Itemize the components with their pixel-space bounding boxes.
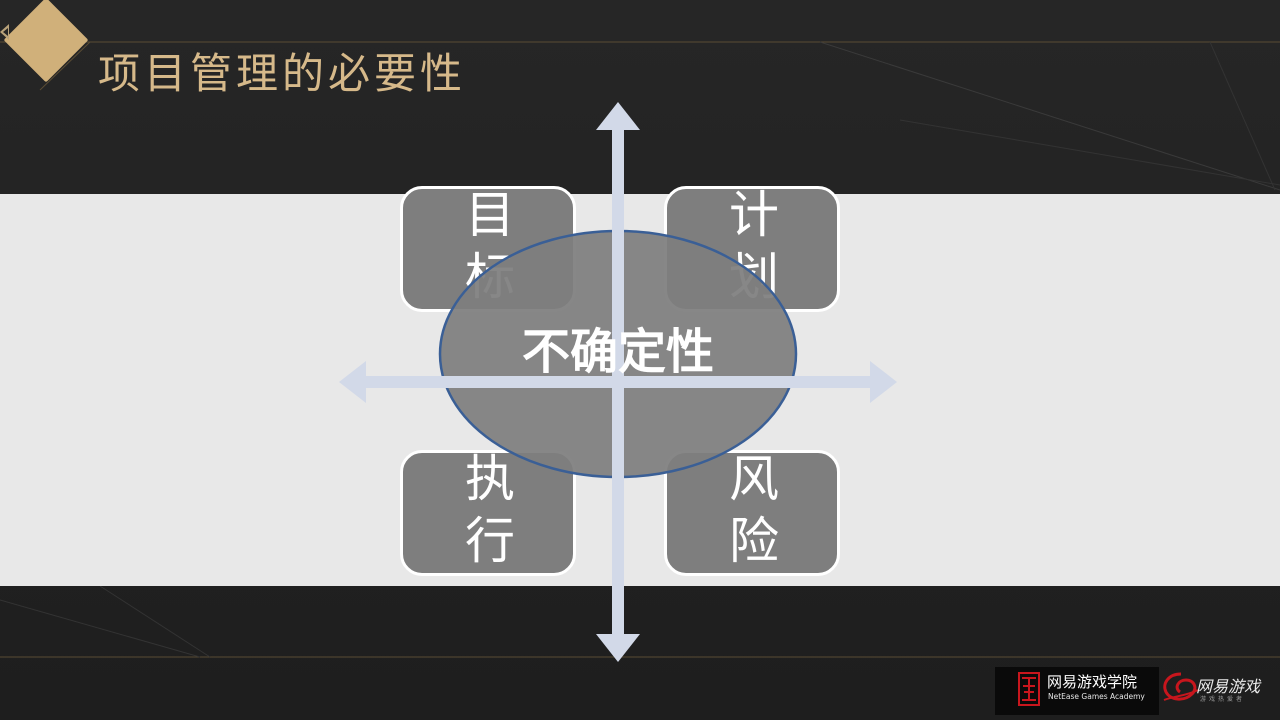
- academy-name-cn: 网易游戏学院: [1047, 673, 1138, 691]
- academy-name-en: NetEase Games Academy: [1048, 692, 1145, 701]
- academy-logo-box: [995, 667, 1159, 715]
- triangle-left-icon-inner: [3, 28, 8, 36]
- quadrant-label-risk: 风 险: [729, 450, 779, 570]
- quadrant-box-execution: [400, 450, 576, 576]
- arrow-right-icon: [870, 361, 897, 403]
- quadrant-label-execution: 执 行: [465, 450, 515, 570]
- page-title: 项目管理的必要性: [98, 49, 467, 98]
- quadrant-box-risk: [664, 450, 840, 576]
- netease-brand-text: 网易游戏: [1196, 677, 1261, 696]
- arrow-left-icon: [339, 361, 366, 403]
- arrow-up-icon: [596, 102, 640, 130]
- horizontal-axis: [364, 376, 872, 388]
- netease-swirl-icon: [1163, 672, 1199, 701]
- center-label: 不确定性: [521, 324, 714, 380]
- netease-brand-subtext: 游戏热爱者: [1200, 696, 1246, 703]
- academy-seal-icon: [1018, 672, 1040, 706]
- arrow-down-icon: [596, 634, 640, 662]
